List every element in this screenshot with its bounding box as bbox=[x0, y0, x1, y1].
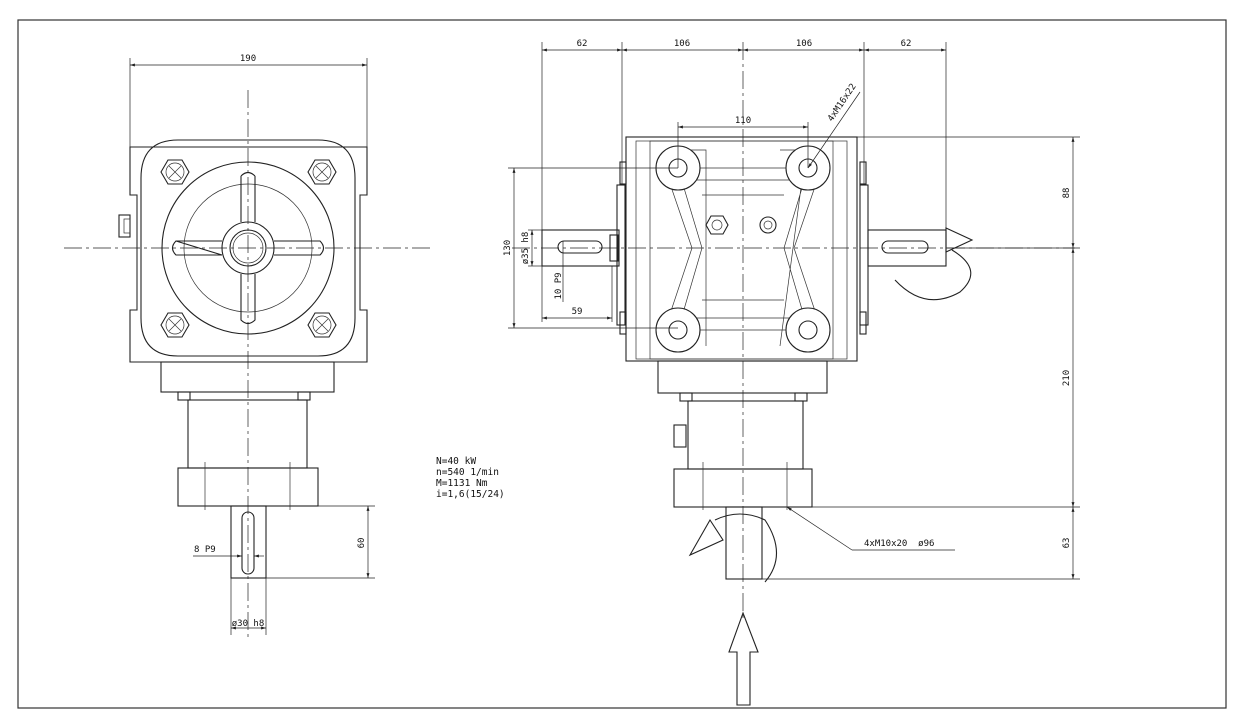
side-right-dim-1: 88 bbox=[1062, 188, 1072, 199]
side-view: 62 106 106 62 110 4xM16x22 130 ø35 h8 10… bbox=[503, 39, 1080, 706]
side-top-dim-1: 62 bbox=[577, 39, 588, 49]
front-mid-circle bbox=[183, 183, 313, 313]
front-bolt-bottom-right bbox=[307, 312, 337, 338]
front-keyway bbox=[241, 511, 255, 575]
front-bore-circle bbox=[229, 229, 267, 267]
spec-block: N=40 kW n=540 1/min M=1131 Nm i=1,6(15/2… bbox=[436, 456, 505, 500]
front-view: 190 60 8 P9 ø30 h8 bbox=[64, 54, 432, 640]
spec-speed: n=540 1/min bbox=[436, 467, 499, 478]
front-output-shaft bbox=[230, 505, 267, 579]
front-bore-inner bbox=[232, 232, 264, 264]
front-hub-circle bbox=[221, 221, 275, 275]
front-shaft-dia-label: ø30 h8 bbox=[232, 619, 265, 629]
side-left-keyway bbox=[557, 240, 603, 254]
side-shaft-length-dim: 59 bbox=[572, 307, 583, 317]
side-lower-collar bbox=[657, 360, 828, 394]
side-output-shaft bbox=[725, 506, 763, 580]
side-rotation-arrow-bottom bbox=[688, 513, 777, 583]
spec-ratio: i=1,6(15/24) bbox=[436, 489, 505, 500]
front-housing-inner bbox=[136, 195, 361, 310]
front-width-dim: 190 bbox=[240, 54, 256, 64]
front-key-label: 8 P9 bbox=[194, 545, 216, 555]
drawing-border bbox=[17, 19, 1227, 709]
front-output-housing bbox=[187, 399, 308, 469]
front-lower-collar bbox=[160, 361, 335, 393]
front-cross-rib bbox=[171, 171, 325, 325]
side-rotation-arrow-right bbox=[894, 227, 974, 301]
spec-power: N=40 kW bbox=[436, 456, 476, 467]
front-bolt-top-right bbox=[307, 159, 337, 185]
side-key-label: 10 P9 bbox=[554, 272, 564, 299]
input-direction-arrow bbox=[728, 611, 759, 706]
side-top-dim-4: 62 bbox=[901, 39, 912, 49]
front-bolt-top-left bbox=[160, 159, 190, 185]
front-side-plug bbox=[118, 214, 131, 238]
side-top-dim-2: 106 bbox=[674, 39, 690, 49]
side-right-keyway bbox=[881, 240, 929, 254]
side-right-dim-3: 63 bbox=[1062, 538, 1072, 549]
side-height-dim: 130 bbox=[503, 240, 513, 256]
side-top-dim-3: 106 bbox=[796, 39, 812, 49]
front-flange-square bbox=[140, 139, 356, 357]
side-bolt-spacing-dim: 110 bbox=[735, 116, 751, 126]
front-shaft-length-dim: 60 bbox=[357, 538, 367, 549]
side-hex-plug bbox=[705, 215, 729, 235]
side-boss-bottom-left bbox=[655, 307, 701, 353]
side-left-shaft bbox=[541, 229, 620, 267]
side-shaft-dia-label: ø35 h8 bbox=[521, 232, 531, 265]
side-frame-ribs bbox=[665, 149, 821, 347]
front-outer-flange-circle bbox=[161, 161, 335, 335]
front-bolt-bottom-left bbox=[160, 312, 190, 338]
spec-torque: M=1131 Nm bbox=[436, 478, 488, 489]
side-boss-bottom-right bbox=[785, 307, 831, 353]
side-right-dim-2: 210 bbox=[1062, 370, 1072, 386]
side-round-plug bbox=[759, 216, 777, 234]
side-output-housing bbox=[687, 400, 804, 470]
side-flange-label: 4xM10x20 ø96 bbox=[864, 539, 934, 549]
